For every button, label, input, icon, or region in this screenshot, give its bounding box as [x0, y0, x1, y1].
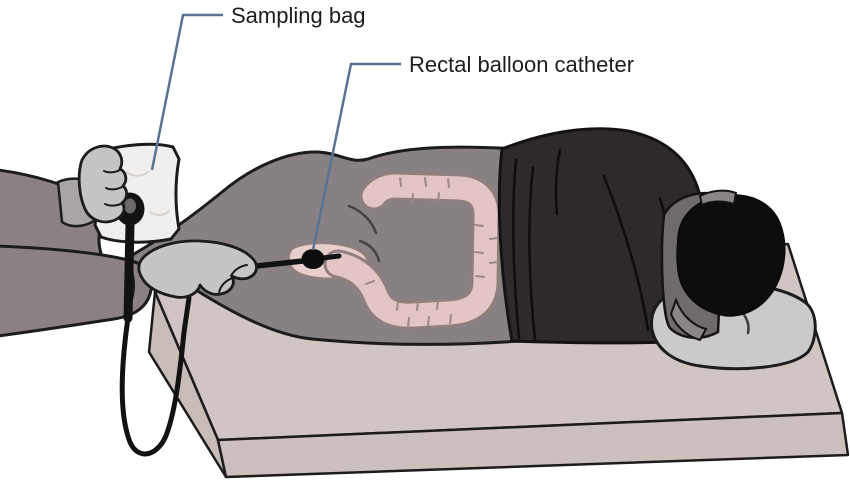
hand-finger-lines-2 [218, 264, 248, 294]
catheter-balloon [301, 249, 325, 269]
clinician-lower-sleeve [0, 244, 154, 338]
label-sampling-bag: Sampling bag [231, 3, 366, 28]
hip-contour-line-2 [358, 239, 381, 263]
annotations: Sampling bag Rectal balloon catheter [150, 3, 634, 251]
patient-head [660, 189, 786, 342]
collar-bottom-tab [669, 297, 708, 342]
head-hair [676, 194, 786, 317]
table-front-face [216, 411, 850, 479]
colon-haustra-marks [365, 177, 499, 327]
colon-tube [326, 174, 498, 327]
leader-line-sampling-bag [150, 13, 223, 171]
clinician-hand-holding-bag [77, 144, 129, 224]
leader-line-rectal-catheter [311, 62, 401, 251]
catheter-tip [320, 253, 342, 261]
bag-port-stem [123, 219, 135, 323]
clinician [0, 142, 258, 457]
collar-top-tab [698, 189, 738, 207]
catheter-tubing-loop [119, 295, 192, 457]
label-rectal-balloon-catheter: Rectal balloon catheter [409, 52, 634, 77]
hand-finger-lines [103, 169, 123, 207]
bag-port-opening [124, 198, 136, 214]
clinician-hand-holding-catheter [137, 239, 258, 299]
colon [287, 171, 501, 330]
hip-contour-line [347, 204, 378, 235]
